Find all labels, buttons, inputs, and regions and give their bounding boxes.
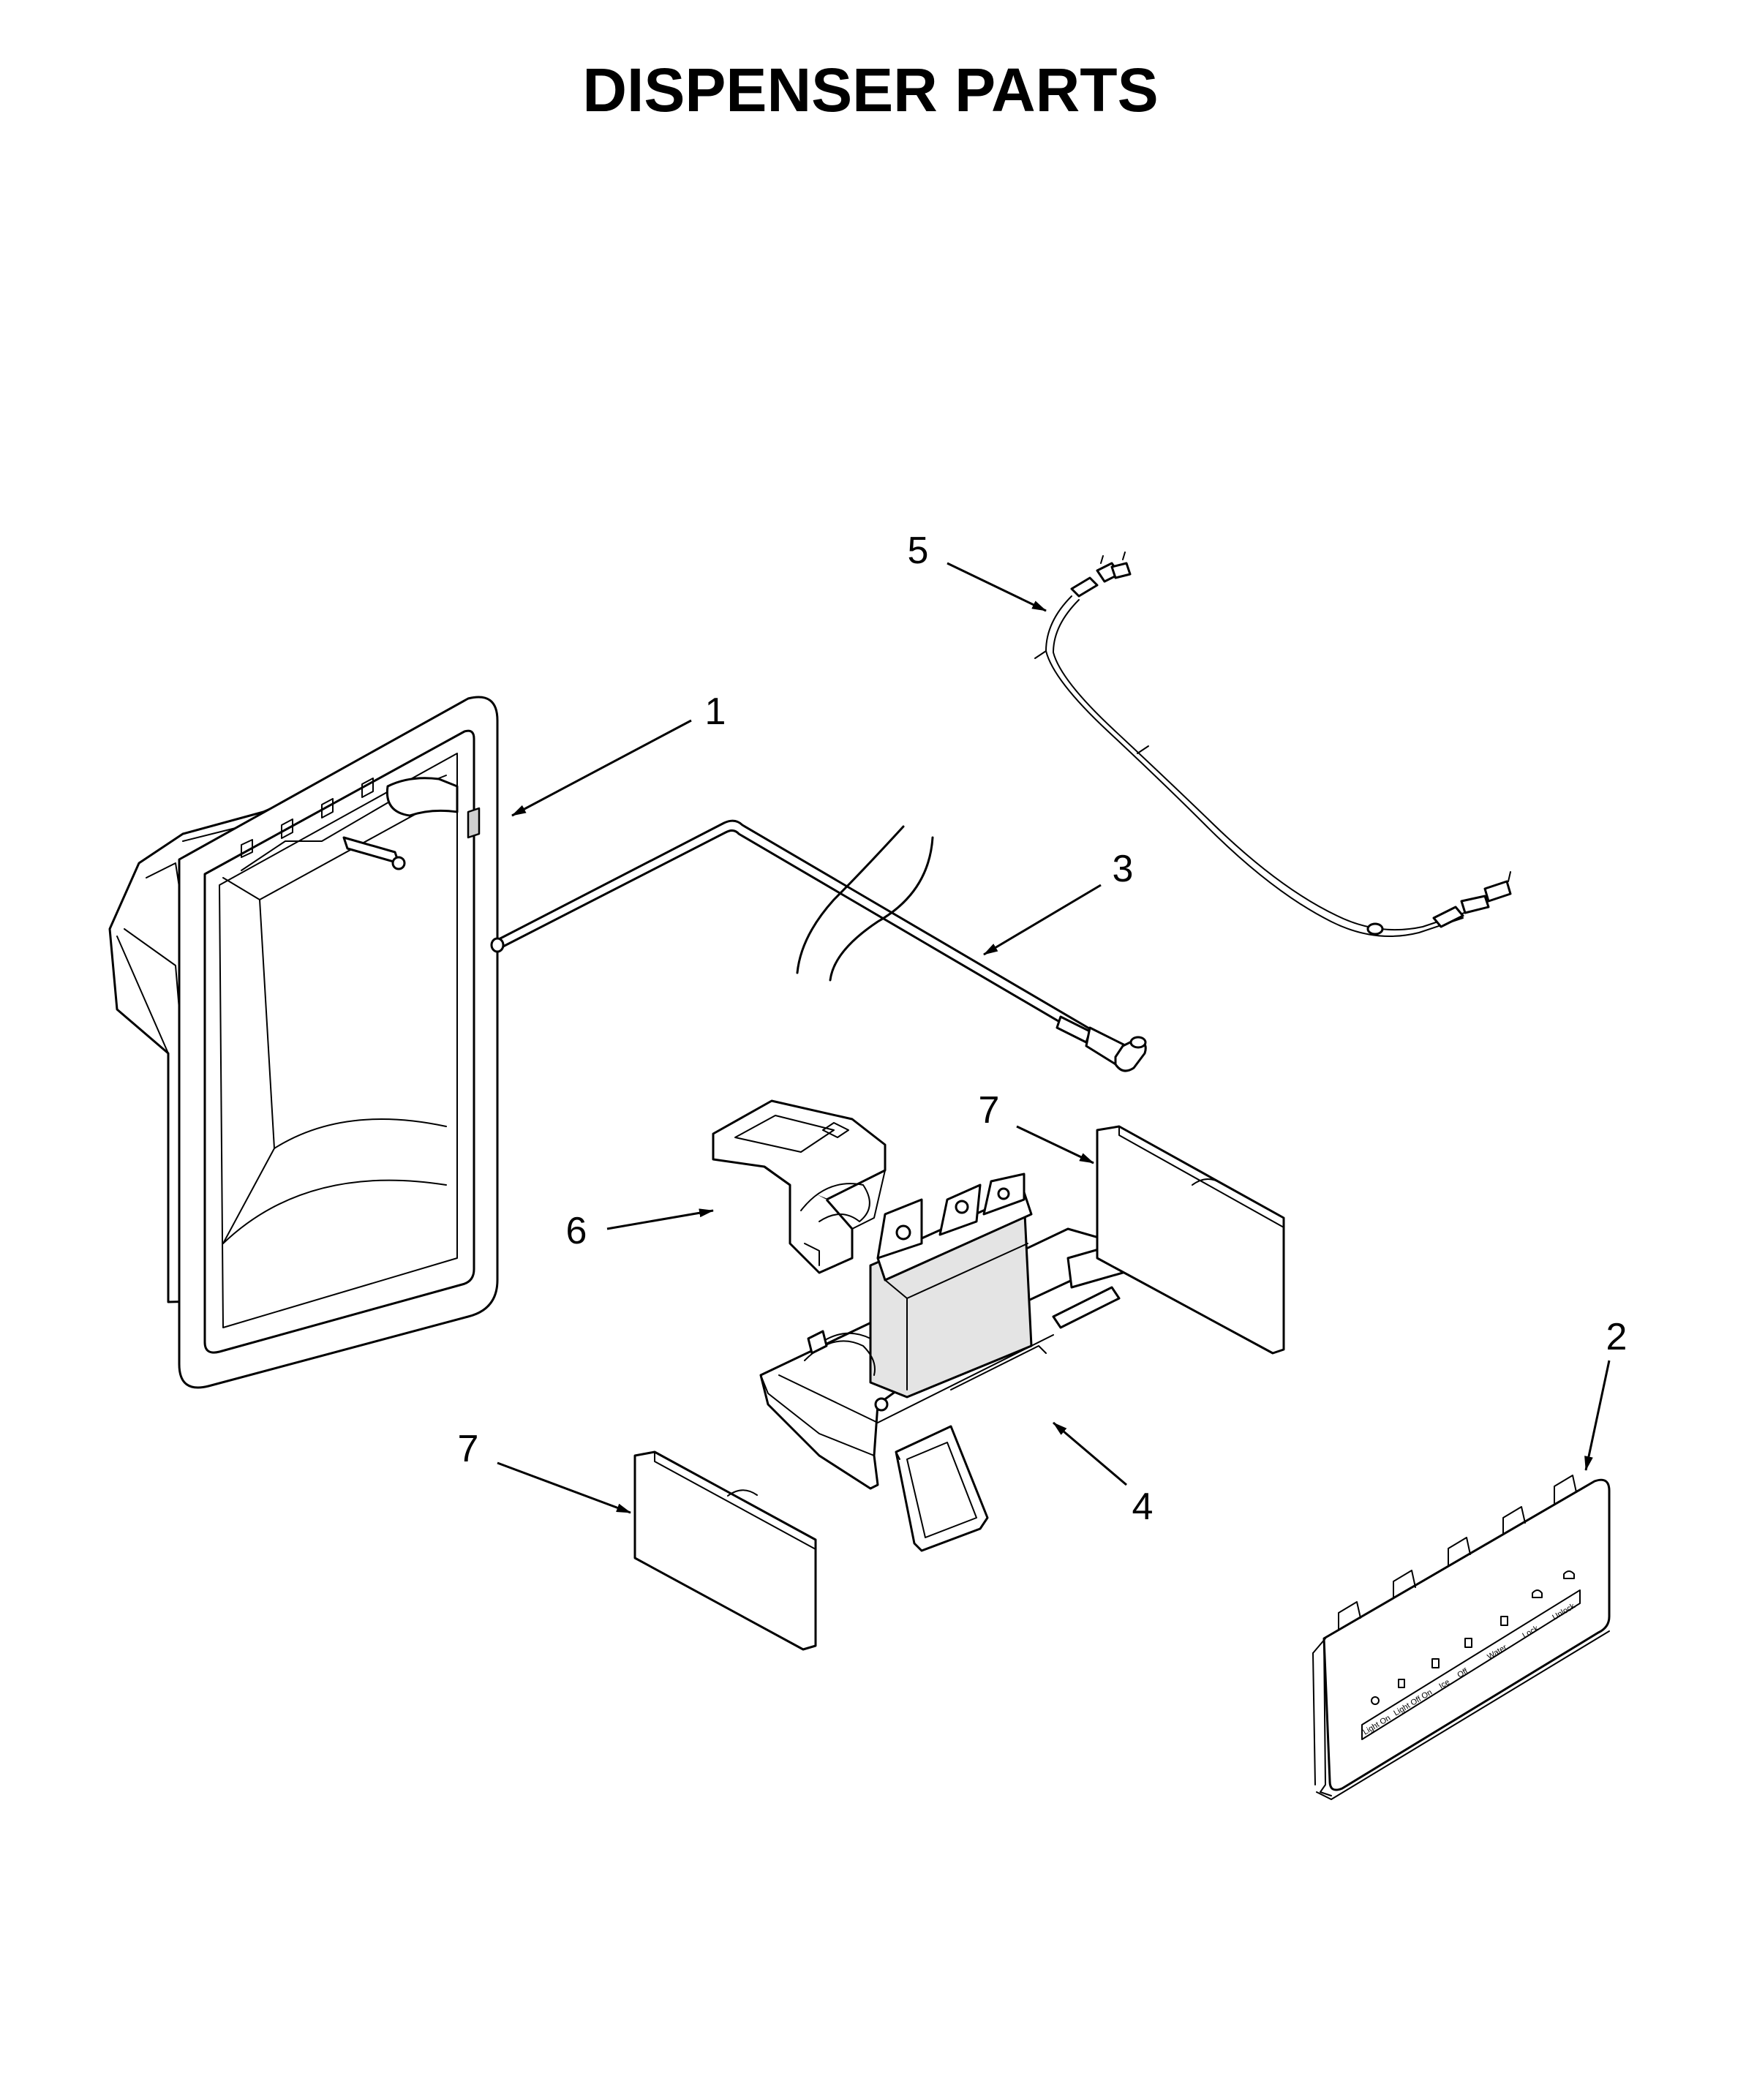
callout-arrow-3 — [983, 884, 1102, 956]
callout-label-1: 1 — [705, 690, 726, 733]
callout-label-7-lower: 7 — [458, 1428, 479, 1470]
callout-arrow-5 — [947, 562, 1047, 612]
callout-label-7-upper: 7 — [979, 1089, 1000, 1132]
callout-label-5: 5 — [908, 530, 929, 572]
callout-arrow-7-lower — [497, 1461, 631, 1514]
part-6-bracket — [712, 1099, 887, 1274]
part-2-control-panel: Light On Light Off On Ice Off Water Lock… — [1312, 1475, 1611, 1800]
callout-label-4: 4 — [1132, 1486, 1154, 1528]
callout-arrow-1 — [511, 719, 692, 817]
callout-arrow-2 — [1584, 1360, 1611, 1471]
callout-label-2: 2 — [1606, 1316, 1628, 1358]
part-3-water-tube — [490, 819, 1147, 1072]
callout-label-6: 6 — [566, 1210, 587, 1252]
part-5-wire-harness — [1034, 552, 1512, 937]
callout-arrow-4 — [1053, 1421, 1127, 1486]
part-1-dispenser-housing — [108, 696, 499, 1389]
callout-arrow-7-upper — [1016, 1125, 1094, 1164]
part-4-actuator-housing — [759, 1173, 1124, 1552]
part-7-lower-panel — [633, 1450, 817, 1651]
callout-label-3: 3 — [1113, 848, 1134, 890]
callout-arrow-6 — [606, 1208, 714, 1230]
callouts: 1 2 3 4 5 6 7 7 — [458, 530, 1628, 1528]
page-title: DISPENSER PARTS — [582, 56, 1158, 124]
part-7-upper-panel — [1096, 1125, 1285, 1355]
